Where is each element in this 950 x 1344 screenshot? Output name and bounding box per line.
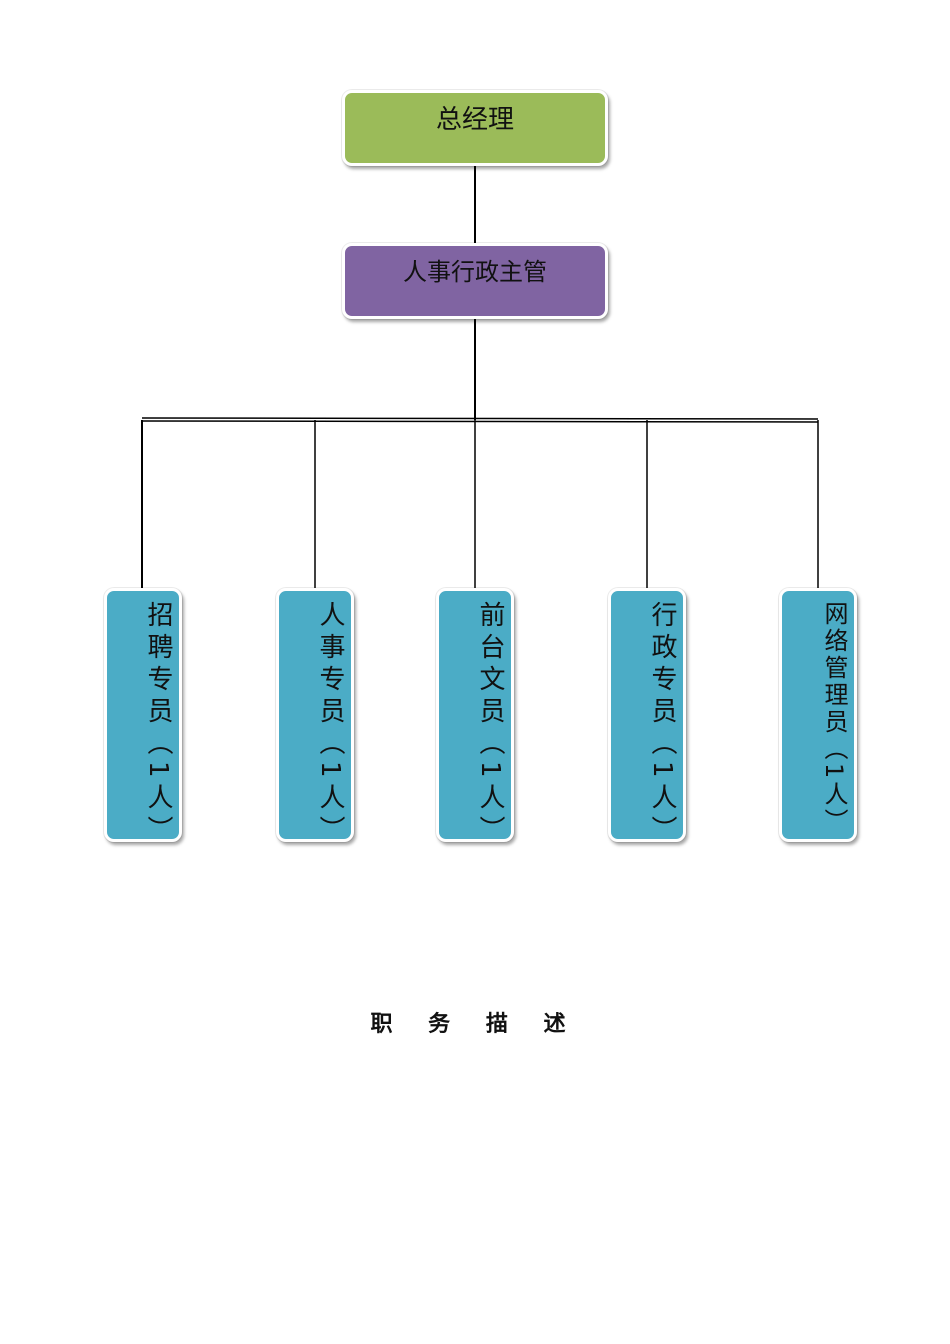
org-box-general-manager: 总经理 [342, 90, 608, 166]
org-box-general-manager-label: 总经理 [435, 105, 514, 135]
section-heading-job-descriptions: 职 务 描 述 [370, 1012, 580, 1037]
org-box-admin-specialist: 行政专员（1人） [608, 588, 686, 848]
org-box-front-desk-clerk-label: 前台文员（1人） [475, 601, 505, 848]
org-box-hr-specialist-label: 人事专员（1人） [315, 601, 345, 848]
org-box-front-desk-clerk: 前台文员（1人） [436, 588, 514, 848]
org-box-hr-specialist: 人事专员（1人） [276, 588, 354, 848]
org-box-network-administrator: 网络管理员（1人） [779, 588, 857, 842]
connector-bus-upper [141, 417, 819, 420]
org-box-recruitment-specialist-label: 招聘专员（1人） [143, 601, 173, 848]
org-box-network-administrator-label: 网络管理员（1人） [820, 601, 848, 836]
org-box-admin-specialist-label: 行政专员（1人） [647, 601, 677, 848]
org-box-recruitment-specialist: 招聘专员（1人） [104, 588, 182, 848]
org-box-hr-admin-supervisor: 人事行政主管 [342, 243, 608, 319]
org-box-hr-admin-supervisor-label: 人事行政主管 [403, 258, 547, 286]
connector-bus-lower [141, 420, 819, 423]
